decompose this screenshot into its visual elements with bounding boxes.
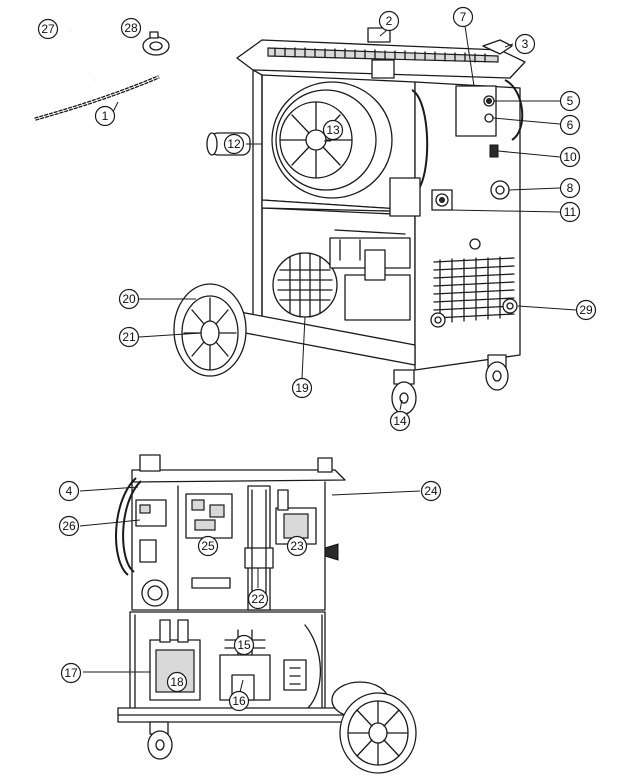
front-knob	[490, 180, 510, 200]
callout-25: 25	[197, 535, 219, 557]
side-pcb	[135, 499, 167, 563]
feed-motor	[275, 489, 317, 545]
rear-wheel-large	[173, 283, 247, 377]
top-handle-grooves	[274, 47, 486, 63]
svg-text:22: 22	[251, 592, 265, 606]
callout-14: 14	[389, 410, 411, 432]
svg-text:19: 19	[295, 381, 309, 395]
accessory-chain	[34, 75, 160, 121]
svg-text:26: 26	[62, 519, 76, 533]
callout-28: 28	[120, 17, 142, 39]
svg-text:13: 13	[326, 123, 340, 137]
welder-main-view	[173, 27, 526, 415]
callout-21: 21	[118, 326, 140, 348]
callout-10: 10	[559, 146, 581, 168]
callout-19: 19	[291, 377, 313, 399]
callout-13: 13	[322, 119, 344, 141]
svg-text:11: 11	[564, 205, 577, 219]
callout-6: 6	[559, 114, 581, 136]
svg-text:20: 20	[122, 292, 136, 306]
main-transformer	[149, 619, 201, 701]
side-wheel-large	[331, 681, 417, 774]
callout-11: 11	[559, 201, 581, 223]
rectifier	[283, 659, 307, 691]
svg-text:23: 23	[290, 539, 304, 553]
front-socket-right	[502, 298, 518, 314]
callout-1: 1	[94, 105, 116, 127]
svg-text:24: 24	[424, 484, 438, 498]
callout-18: 18	[166, 671, 188, 693]
callout-20: 20	[118, 288, 140, 310]
svg-text:12: 12	[227, 137, 241, 151]
wire-spool	[271, 81, 393, 199]
svg-text:1: 1	[102, 109, 109, 123]
cooling-fan	[272, 252, 338, 318]
callout-15: 15	[233, 634, 255, 656]
euro-connector	[389, 177, 453, 217]
accessory-hose-clamp	[142, 31, 170, 56]
svg-text:6: 6	[567, 118, 574, 132]
svg-text:15: 15	[237, 638, 251, 652]
callout-16: 16	[228, 690, 250, 712]
front-vent-grille	[433, 256, 515, 323]
svg-text:16: 16	[232, 694, 246, 708]
callout-5: 5	[559, 90, 581, 112]
callout-12: 12	[223, 133, 245, 155]
svg-text:17: 17	[64, 666, 78, 680]
svg-text:29: 29	[579, 303, 593, 317]
svg-text:25: 25	[201, 539, 215, 553]
svg-text:10: 10	[563, 150, 577, 164]
svg-text:18: 18	[170, 675, 184, 689]
leader-lines	[79, 25, 577, 693]
callout-29: 29	[575, 299, 597, 321]
wire-feed-rail	[244, 485, 274, 611]
svg-text:5: 5	[567, 94, 574, 108]
control-board	[185, 493, 233, 539]
side-socket	[141, 579, 169, 607]
svg-text:27: 27	[41, 22, 55, 36]
callout-26: 26	[58, 515, 80, 537]
callout-2: 2	[378, 10, 400, 32]
callout-23: 23	[286, 535, 308, 557]
svg-text:14: 14	[393, 414, 407, 428]
terminal-strip	[191, 577, 231, 589]
svg-text:7: 7	[460, 10, 467, 24]
callout-24: 24	[420, 480, 442, 502]
svg-text:3: 3	[522, 37, 529, 51]
callout-27: 27	[37, 18, 59, 40]
svg-text:28: 28	[124, 21, 138, 35]
side-caster	[147, 721, 173, 760]
welder-side-view	[115, 454, 417, 774]
front-caster-left	[391, 369, 417, 415]
callout-22: 22	[247, 588, 269, 610]
front-socket-left	[430, 312, 446, 328]
callout-7: 7	[452, 6, 474, 28]
svg-text:4: 4	[66, 484, 73, 498]
lower-internal-components	[329, 229, 411, 321]
svg-text:21: 21	[122, 330, 136, 344]
callout-8: 8	[559, 177, 581, 199]
svg-text:2: 2	[386, 14, 393, 28]
front-caster-right	[485, 354, 509, 391]
svg-text:8: 8	[567, 181, 574, 195]
callout-17: 17	[60, 662, 82, 684]
callout-4: 4	[58, 480, 80, 502]
callout-3: 3	[514, 33, 536, 55]
accessory-hose	[67, 29, 97, 81]
